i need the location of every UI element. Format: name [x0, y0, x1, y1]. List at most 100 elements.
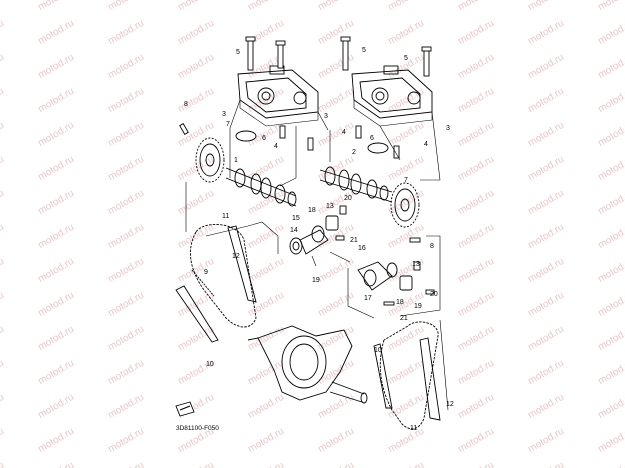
watermark-text: motod.ru [526, 256, 566, 285]
watermark-text: motod.ru [36, 18, 76, 47]
watermark-text: motod.ru [596, 188, 625, 217]
watermark-text: motod.ru [36, 154, 76, 183]
watermark-text: motod.ru [246, 188, 286, 217]
left-cam-sprocket [195, 137, 225, 183]
right-timing-chain [373, 321, 441, 430]
callout-17: 17 [364, 295, 372, 302]
cap-bolts [245, 36, 432, 77]
watermark-text: motod.ru [526, 0, 566, 13]
watermark-text: motod.ru [456, 358, 496, 387]
watermark-text: motod.ru [316, 188, 356, 217]
watermark-text: motod.ru [596, 426, 625, 455]
callout-13-b: 13 [412, 261, 420, 268]
watermark-text: motod.ru [526, 222, 566, 251]
callout-5-b: 5 [362, 47, 366, 54]
watermark-text: motod.ru [36, 256, 76, 285]
watermark-text: motod.ru [0, 52, 6, 81]
watermark-text: motod.ru [176, 154, 216, 183]
watermark-text: motod.ru [596, 392, 625, 421]
callout-6-b: 6 [370, 135, 374, 142]
watermark-text: motod.ru [456, 324, 496, 353]
watermark-text: motod.ru [106, 120, 146, 149]
watermark-text: motod.ru [316, 358, 356, 387]
watermark-text: motod.ru [106, 256, 146, 285]
callout-10-b: 10 [374, 347, 382, 354]
callout-3-c: 3 [446, 125, 450, 132]
callout-18-b: 18 [396, 299, 404, 306]
watermark-text: motod.ru [316, 256, 356, 285]
watermark-text: motod.ru [456, 120, 496, 149]
callout-5-c: 5 [404, 55, 408, 62]
clip-left [235, 130, 257, 142]
watermark-text: motod.ru [176, 18, 216, 47]
watermark-text: motod.ru [106, 18, 146, 47]
watermark-text: motod.ru [36, 86, 76, 115]
watermark-text: motod.ru [386, 120, 426, 149]
leader-lines [185, 99, 449, 411]
watermark-text: motod.ru [36, 290, 76, 319]
watermark-text: motod.ru [0, 290, 6, 319]
watermark-text: motod.ru [316, 86, 356, 115]
watermark-text: motod.ru [526, 460, 566, 468]
callout-6-a: 6 [262, 135, 266, 142]
watermark-text: motod.ru [0, 324, 6, 353]
watermark-text: motod.ru [596, 222, 625, 251]
watermark-text: motod.ru [36, 120, 76, 149]
watermark-text: motod.ru [316, 392, 356, 421]
watermark-text: motod.ru [246, 426, 286, 455]
watermark-text: motod.ru [106, 460, 146, 468]
callout-14: 14 [290, 227, 298, 234]
watermark-text: motod.ru [596, 120, 625, 149]
watermark-text: motod.ru [106, 86, 146, 115]
watermark-text: motod.ru [526, 86, 566, 115]
watermark-text: motod.ru [316, 290, 356, 319]
watermark-text: motod.ru [106, 52, 146, 81]
watermark-text: motod.ru [246, 358, 286, 387]
callout-labels: 5 5 5 3 3 3 4 4 4 8 8 7 7 6 6 1 2 11 11 … [184, 47, 454, 432]
callout-16: 16 [358, 245, 366, 252]
watermark-text: motod.ru [106, 290, 146, 319]
clip-right [367, 142, 389, 154]
watermark-text: motod.ru [456, 256, 496, 285]
callout-19-a: 19 [312, 277, 320, 284]
watermark-text: motod.ru [386, 460, 426, 468]
watermark-text: motod.ru [316, 426, 356, 455]
watermark-text: motod.ru [456, 18, 496, 47]
callout-19-b: 19 [414, 303, 422, 310]
watermark-text: motod.ru [176, 0, 216, 13]
callout-12-b: 12 [446, 401, 454, 408]
watermark-text: motod.ru [456, 154, 496, 183]
watermark-text: motod.ru [36, 460, 76, 468]
watermark-text: motod.ru [176, 222, 216, 251]
watermark-text: motod.ru [0, 120, 6, 149]
watermark-text: motod.ru [526, 358, 566, 387]
watermark-text: motod.ru [456, 426, 496, 455]
watermark-text: motod.ru [316, 460, 356, 468]
callout-10-a: 10 [206, 361, 214, 368]
watermark-text: motod.ru [176, 86, 216, 115]
watermark-text: motod.ru [246, 324, 286, 353]
watermark-text: motod.ru [0, 256, 6, 285]
watermark-text: motod.ru [316, 120, 356, 149]
watermark-text: motod.ru [106, 154, 146, 183]
callout-8-b: 8 [430, 243, 434, 250]
watermark-text: motod.ru [106, 426, 146, 455]
watermark-text: motod.ru [456, 86, 496, 115]
watermark-text: motod.ru [526, 120, 566, 149]
watermark-text: motod.ru [246, 0, 286, 13]
watermark-text: motod.ru [386, 18, 426, 47]
watermark-text: motod.ru [596, 256, 625, 285]
callout-5-a: 5 [236, 49, 240, 56]
watermark-text: motod.ru [596, 154, 625, 183]
watermark-text: motod.ru [246, 222, 286, 251]
callout-21-a: 21 [350, 237, 358, 244]
watermark-text: motod.ru [176, 460, 216, 468]
watermark-text: motod.ru [36, 324, 76, 353]
watermark-text: motod.ru [386, 324, 426, 353]
watermark-text: motod.ru [106, 188, 146, 217]
watermark-text: motod.ru [106, 392, 146, 421]
watermark-text: motod.ru [456, 290, 496, 319]
callout-4-b: 4 [342, 129, 346, 136]
watermark-text: motod.ru [596, 460, 625, 468]
